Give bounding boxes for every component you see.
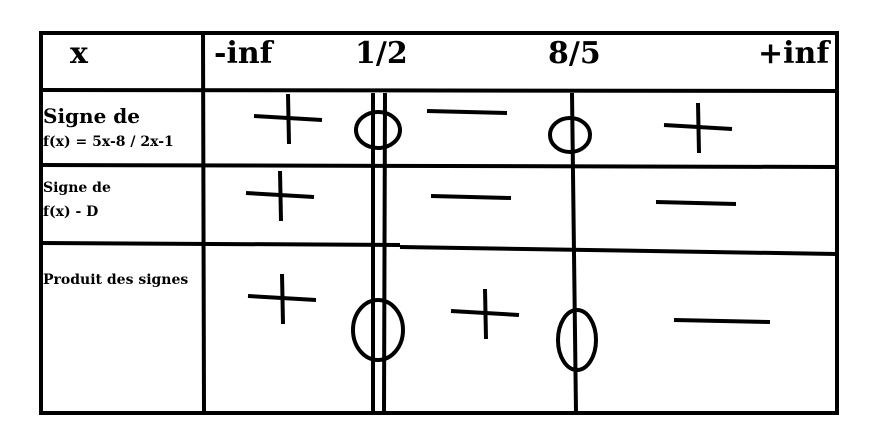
row-divider <box>40 163 838 169</box>
table-border <box>39 31 839 415</box>
zero-mark <box>354 110 402 150</box>
minus-sign <box>673 318 771 324</box>
row-divider <box>40 241 401 247</box>
plus-sign <box>483 288 488 340</box>
row-label: Produit des signes <box>43 272 189 288</box>
plus-sign <box>278 170 283 222</box>
header-value: 8/5 <box>548 36 601 71</box>
plus-sign <box>286 93 291 145</box>
row-label: Signe de <box>43 180 111 196</box>
minus-sign <box>655 200 737 206</box>
header-value: -inf <box>214 36 273 71</box>
zero-mark <box>556 308 598 372</box>
zero-mark <box>548 116 592 154</box>
header-value: +inf <box>758 36 830 71</box>
row-label: Signe de <box>43 104 140 128</box>
plus-sign <box>696 102 701 154</box>
column-divider <box>201 32 206 414</box>
zero-mark <box>351 298 405 362</box>
minus-sign <box>430 194 512 200</box>
plus-sign <box>280 273 285 325</box>
row-label: f(x) = 5x-8 / 2x-1 <box>43 134 174 150</box>
header-value: 1/2 <box>355 36 408 71</box>
header-variable: x <box>70 36 88 71</box>
value-line-8-5 <box>570 92 578 414</box>
row-divider <box>399 245 838 256</box>
value-line-1-2 <box>382 92 387 414</box>
row-divider <box>40 88 838 93</box>
minus-sign <box>426 109 508 115</box>
row-label: f(x) - D <box>43 204 99 220</box>
